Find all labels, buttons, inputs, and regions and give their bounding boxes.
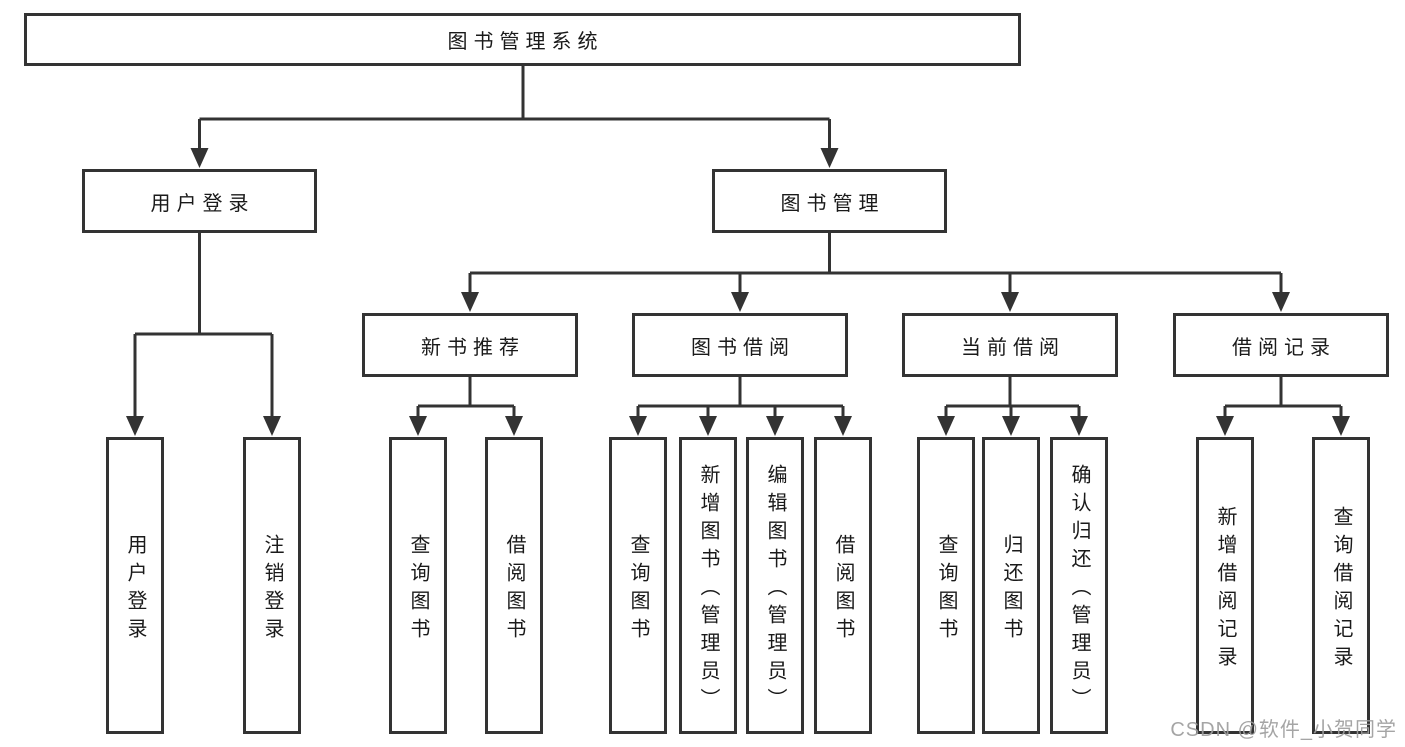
leaf-query-books-current: 查询图书 bbox=[917, 437, 975, 734]
node-book-management: 图书管理 bbox=[712, 169, 947, 233]
node-label: 新增借阅记录 bbox=[1214, 505, 1236, 674]
node-label: 图书借阅 bbox=[691, 336, 795, 359]
leaf-user-login: 用户登录 bbox=[106, 437, 164, 734]
leaf-confirm-return-admin: 确认归还（管理员） bbox=[1050, 437, 1108, 734]
connector-arrowheads bbox=[126, 148, 1350, 436]
leaf-logout: 注销登录 bbox=[243, 437, 301, 734]
node-current-borrowing: 当前借阅 bbox=[902, 313, 1118, 377]
leaf-borrow-books-recommendation: 借阅图书 bbox=[485, 437, 543, 734]
node-label: 当前借阅 bbox=[961, 336, 1065, 359]
node-label: 查询图书 bbox=[627, 533, 649, 646]
node-label: 归还图书 bbox=[1000, 533, 1022, 646]
node-library-management-system: 图书管理系统 bbox=[24, 13, 1021, 66]
node-label: 查询图书 bbox=[407, 533, 429, 646]
node-user-login: 用户登录 bbox=[82, 169, 317, 233]
leaf-edit-books-admin: 编辑图书（管理员） bbox=[746, 437, 804, 734]
node-label: 查询借阅记录 bbox=[1330, 505, 1352, 674]
leaf-borrow-books-borrowing: 借阅图书 bbox=[814, 437, 872, 734]
node-new-book-recommendation: 新书推荐 bbox=[362, 313, 578, 377]
node-label: 新增图书（管理员） bbox=[697, 463, 719, 716]
node-label: 新书推荐 bbox=[421, 336, 525, 359]
leaf-query-borrowing-record: 查询借阅记录 bbox=[1312, 437, 1370, 734]
node-label: 注销登录 bbox=[261, 533, 283, 646]
node-book-borrowing: 图书借阅 bbox=[632, 313, 848, 377]
node-label: 借阅图书 bbox=[832, 533, 854, 646]
leaf-return-books: 归还图书 bbox=[982, 437, 1040, 734]
leaf-add-books-admin: 新增图书（管理员） bbox=[679, 437, 737, 734]
node-label: 用户登录 bbox=[124, 533, 146, 646]
leaf-add-borrowing-record: 新增借阅记录 bbox=[1196, 437, 1254, 734]
csdn-watermark: CSDN @软件_小贺同学 bbox=[1170, 719, 1397, 741]
node-label: 用户登录 bbox=[150, 192, 255, 215]
node-label: 借阅记录 bbox=[1232, 336, 1336, 359]
node-borrowing-records: 借阅记录 bbox=[1173, 313, 1389, 377]
node-label: 图书管理系统 bbox=[447, 31, 604, 53]
node-label: 借阅图书 bbox=[503, 533, 525, 646]
node-label: 查询图书 bbox=[935, 533, 957, 646]
node-label: 图书管理 bbox=[780, 192, 885, 215]
leaf-query-books-borrowing: 查询图书 bbox=[609, 437, 667, 734]
connector-lines bbox=[133, 66, 1343, 420]
node-label: 确认归还（管理员） bbox=[1068, 463, 1090, 716]
leaf-query-books-recommendation: 查询图书 bbox=[389, 437, 447, 734]
node-label: 编辑图书（管理员） bbox=[764, 463, 786, 716]
